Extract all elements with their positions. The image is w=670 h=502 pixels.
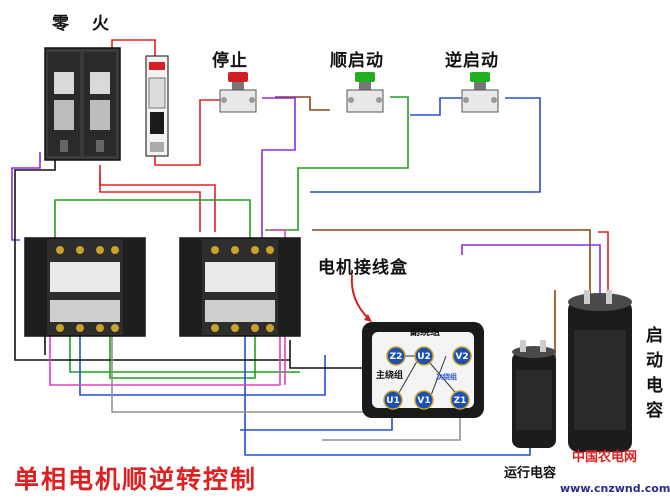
wire-purple-1 (261, 97, 296, 240)
watermark-name: 中国农电网 (572, 450, 638, 465)
start-capacitor-label: 启动电容 (642, 326, 662, 426)
run-capacitor-label: 运行电容 (504, 466, 557, 481)
terminal-v2-label: V2 (455, 352, 468, 362)
wire-blue-1 (310, 97, 541, 193)
wire-red-stop (154, 99, 222, 166)
wire-black-1 (14, 160, 290, 361)
wire-blue-2 (410, 97, 465, 116)
wire-brown-2 (312, 229, 591, 300)
start-capacitor (568, 290, 632, 452)
terminal-z1 (450, 390, 470, 410)
wire-red-cap (598, 231, 609, 300)
pointer-arrow (350, 274, 369, 319)
main-winding-label: 主绕组 (376, 371, 404, 381)
wire-red-b (99, 175, 201, 232)
wire-brown-1 (275, 96, 330, 111)
wire-purple-2 (11, 152, 41, 241)
reverse-start-label: 逆启动 (445, 51, 499, 71)
wire-green-1 (265, 96, 409, 231)
wire-purple-3 (461, 244, 601, 300)
terminal-z1-label: Z1 (454, 396, 467, 406)
fuse-module (145, 55, 169, 157)
circuit-breaker (44, 47, 121, 161)
live-label: 火 (92, 14, 110, 34)
contactor-forward (24, 237, 146, 337)
pointer-arrow-head (364, 314, 372, 322)
wire-pink-1 (49, 335, 281, 386)
wire-black-2 (289, 340, 371, 369)
winding-link-line-2 (429, 355, 447, 399)
wire-red-top (111, 39, 156, 58)
run-capacitor (512, 340, 556, 448)
diagram-title: 单相电机顺逆转控制 (14, 465, 258, 494)
terminal-z2 (386, 346, 406, 366)
motor-terminal-box: Z2 U2 V2 U1 V1 Z1 (362, 322, 484, 418)
terminal-u1-label: U1 (386, 396, 400, 406)
reverse-start-pushbutton[interactable] (461, 72, 499, 113)
terminal-u2 (414, 346, 434, 366)
main-winding-line (395, 355, 421, 399)
terminal-u1 (383, 390, 403, 410)
terminal-v1 (414, 390, 434, 410)
terminal-u2-label: U2 (417, 352, 431, 362)
wires (11, 39, 609, 456)
neutral-label: 零 (52, 14, 70, 34)
wire-red-a (99, 165, 216, 232)
forward-start-label: 顺启动 (330, 51, 384, 71)
wire-green-3 (109, 335, 256, 379)
terminal-v2 (452, 346, 472, 366)
watermark-site: www.cnzwnd.com (560, 482, 670, 495)
aux-winding-label: 副绕组 (410, 327, 440, 338)
wire-green-4 (69, 335, 300, 373)
forward-start-pushbutton[interactable] (346, 72, 384, 113)
stop-label: 停止 (212, 51, 248, 71)
stop-pushbutton[interactable] (219, 72, 257, 113)
rotation-label: 次绕组 (436, 373, 457, 381)
contactor-reverse (179, 237, 301, 337)
terminal-v1-label: V1 (417, 396, 430, 406)
wire-green-2 (54, 199, 251, 240)
terminal-z2-label: Z2 (390, 352, 403, 362)
motor-box-label: 电机接线盒 (318, 258, 408, 278)
wire-blue-5 (79, 335, 326, 396)
